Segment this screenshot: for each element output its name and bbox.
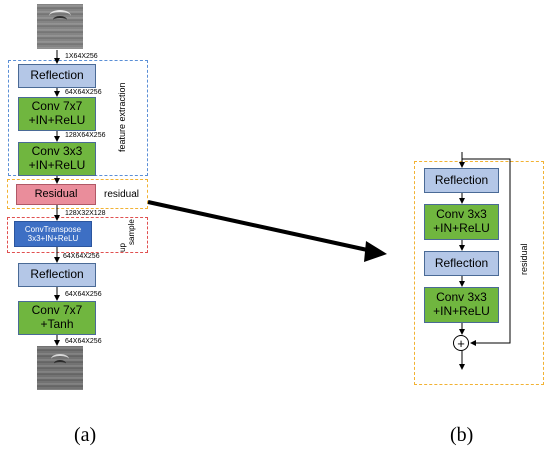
- plus-icon: +: [457, 335, 465, 351]
- dim-label-4: 128X32X128: [65, 210, 106, 217]
- dim-label-7: 64X64X256: [65, 338, 102, 345]
- dim-label-1: 1X64X256: [65, 53, 98, 60]
- conv3x3-block-b1: Conv 3x3 +IN+ReLU: [424, 204, 499, 240]
- conv7x7-block-a: Conv 7x7 +IN+ReLU: [18, 97, 96, 131]
- sum-node: +: [453, 335, 469, 351]
- residual-group-a: [7, 179, 148, 209]
- convtranspose-block: ConvTranspose 3x3+IN+ReLU: [14, 221, 92, 247]
- panel-b-label: (b): [450, 424, 474, 446]
- expand-arrow-head: [364, 241, 387, 262]
- input-image: [37, 4, 83, 49]
- residual-group-label: residual: [104, 189, 140, 200]
- upsample-label-sample: sample: [127, 219, 136, 245]
- conv3x3-block-a: Conv 3x3 +IN+ReLU: [18, 142, 96, 176]
- residual-block-a: Residual: [16, 184, 96, 205]
- upsample-group: [7, 217, 148, 253]
- residual-label-b: residual: [519, 243, 529, 275]
- dim-label-2: 64X64X256: [65, 89, 102, 96]
- dim-label-6: 64X64X256: [65, 291, 102, 298]
- output-image: [37, 346, 83, 390]
- dim-label-3: 128X64X256: [65, 132, 106, 139]
- dim-label-5: 64X64X256: [63, 253, 100, 260]
- conv7x7-tanh-block: Conv 7x7 +Tanh: [18, 301, 96, 335]
- reflection-block-a1: Reflection: [18, 64, 96, 88]
- reflection-block-b1: Reflection: [424, 168, 499, 193]
- feature-extraction-label: feature extraction: [117, 82, 127, 152]
- upsample-label-up: up: [118, 243, 127, 252]
- expand-arrow: [147, 200, 373, 253]
- panel-a-label: (a): [74, 424, 97, 446]
- reflection-block-a2: Reflection: [18, 263, 96, 287]
- reflection-block-b2: Reflection: [424, 251, 499, 276]
- conv3x3-block-b2: Conv 3x3 +IN+ReLU: [424, 287, 499, 323]
